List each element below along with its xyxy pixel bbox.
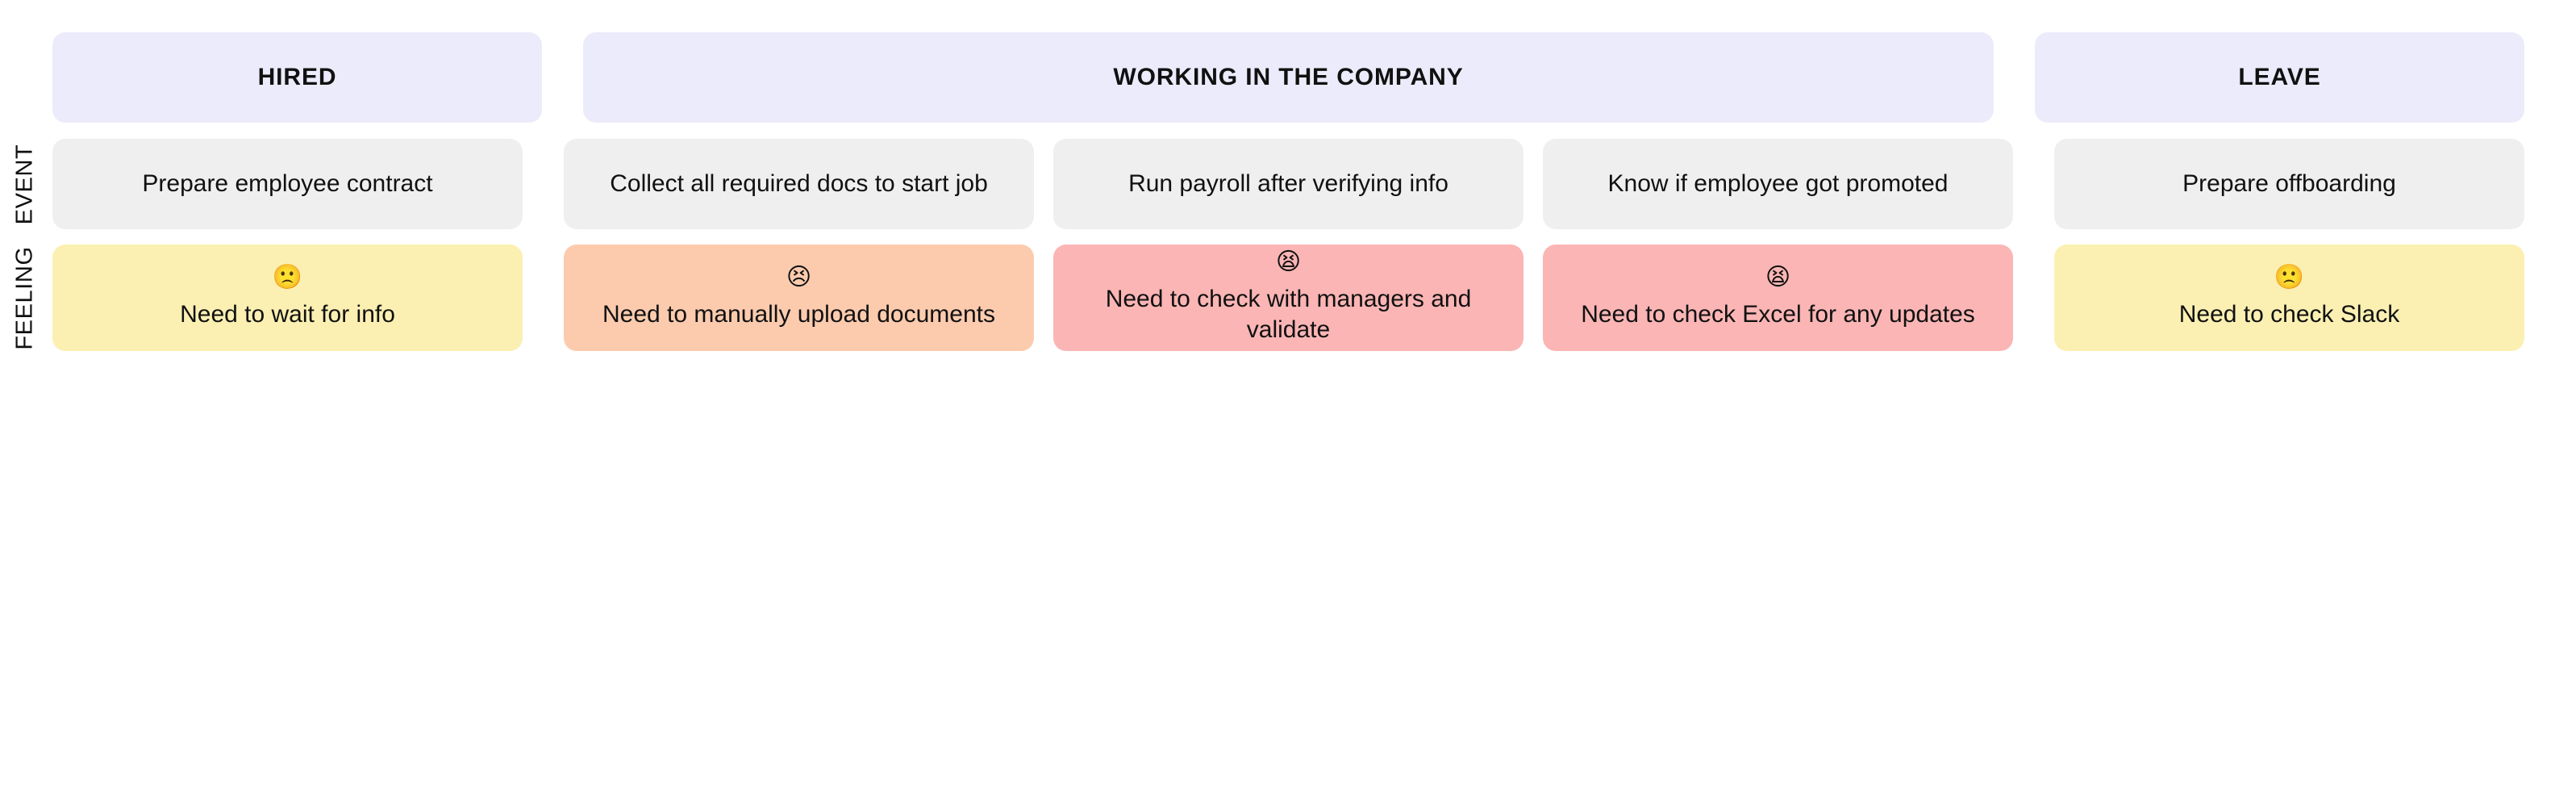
column-gap (1034, 139, 1053, 229)
event-card[interactable]: Prepare employee contract (52, 139, 523, 229)
column-gap (1524, 139, 1543, 229)
tired-face-icon: 😫 (1275, 248, 1302, 275)
phase-header-hired[interactable]: HIRED (52, 32, 542, 123)
phase-header-working-in-the-company[interactable]: WORKING IN THE COMPANY (583, 32, 1994, 123)
column-gap (2013, 245, 2054, 351)
event-card[interactable]: Know if employee got promoted (1543, 139, 2013, 229)
row-label-feeling-text: FEELING (11, 245, 38, 350)
row-label-event-text: EVENT (11, 144, 38, 224)
feeling-card-text: Need to wait for info (180, 300, 395, 328)
feeling-card-text: Need to check Slack (2178, 300, 2400, 328)
phase-header-label: LEAVE (2238, 64, 2321, 90)
column-gap (523, 245, 564, 351)
feeling-card[interactable]: 🙁 Need to check Slack (2054, 245, 2524, 351)
feeling-card-text: Need to check with managers and validate (1105, 285, 1472, 343)
phase-header-row: HIRED WORKING IN THE COMPANY LEAVE (52, 32, 2524, 123)
phase-header-leave[interactable]: LEAVE (2035, 32, 2524, 123)
feeling-card[interactable]: 😫 Need to check Excel for any updates (1543, 245, 2013, 351)
phase-gap-1 (542, 32, 583, 123)
phase-gap-2 (1994, 32, 2035, 123)
row-label-event: EVENT (0, 139, 50, 229)
slightly-frowning-face-icon: 🙁 (272, 263, 303, 291)
column-gap (523, 139, 564, 229)
phase-header-label: WORKING IN THE COMPANY (1113, 64, 1464, 90)
feeling-card[interactable]: 😫 Need to check with managers and valida… (1053, 245, 1524, 351)
phase-header-label: HIRED (257, 64, 337, 90)
feeling-card[interactable]: 🙁 Need to wait for info (52, 245, 523, 351)
event-card-text: Prepare employee contract (142, 169, 433, 197)
event-card-text: Run payroll after verifying info (1128, 169, 1448, 197)
row-label-feeling: FEELING (0, 245, 50, 351)
column-gap (1524, 245, 1543, 351)
feeling-card[interactable]: 😣 Need to manually upload documents (564, 245, 1034, 351)
event-row: Prepare employee contract Collect all re… (52, 139, 2524, 229)
slightly-frowning-face-icon: 🙁 (2274, 263, 2305, 291)
tired-face-icon: 😫 (1765, 263, 1791, 291)
event-card[interactable]: Collect all required docs to start job (564, 139, 1034, 229)
feeling-card-text: Need to manually upload documents (602, 300, 995, 328)
feeling-card-text: Need to check Excel for any updates (1581, 300, 1975, 328)
event-card-text: Prepare offboarding (2182, 169, 2396, 197)
column-gap (1034, 245, 1053, 351)
feeling-row: 🙁 Need to wait for info 😣 Need to manual… (52, 245, 2524, 351)
column-gap (2013, 139, 2054, 229)
event-card[interactable]: Run payroll after verifying info (1053, 139, 1524, 229)
persevering-face-icon: 😣 (786, 263, 812, 291)
event-card-text: Collect all required docs to start job (610, 169, 988, 197)
event-card[interactable]: Prepare offboarding (2054, 139, 2524, 229)
event-card-text: Know if employee got promoted (1607, 169, 1949, 197)
